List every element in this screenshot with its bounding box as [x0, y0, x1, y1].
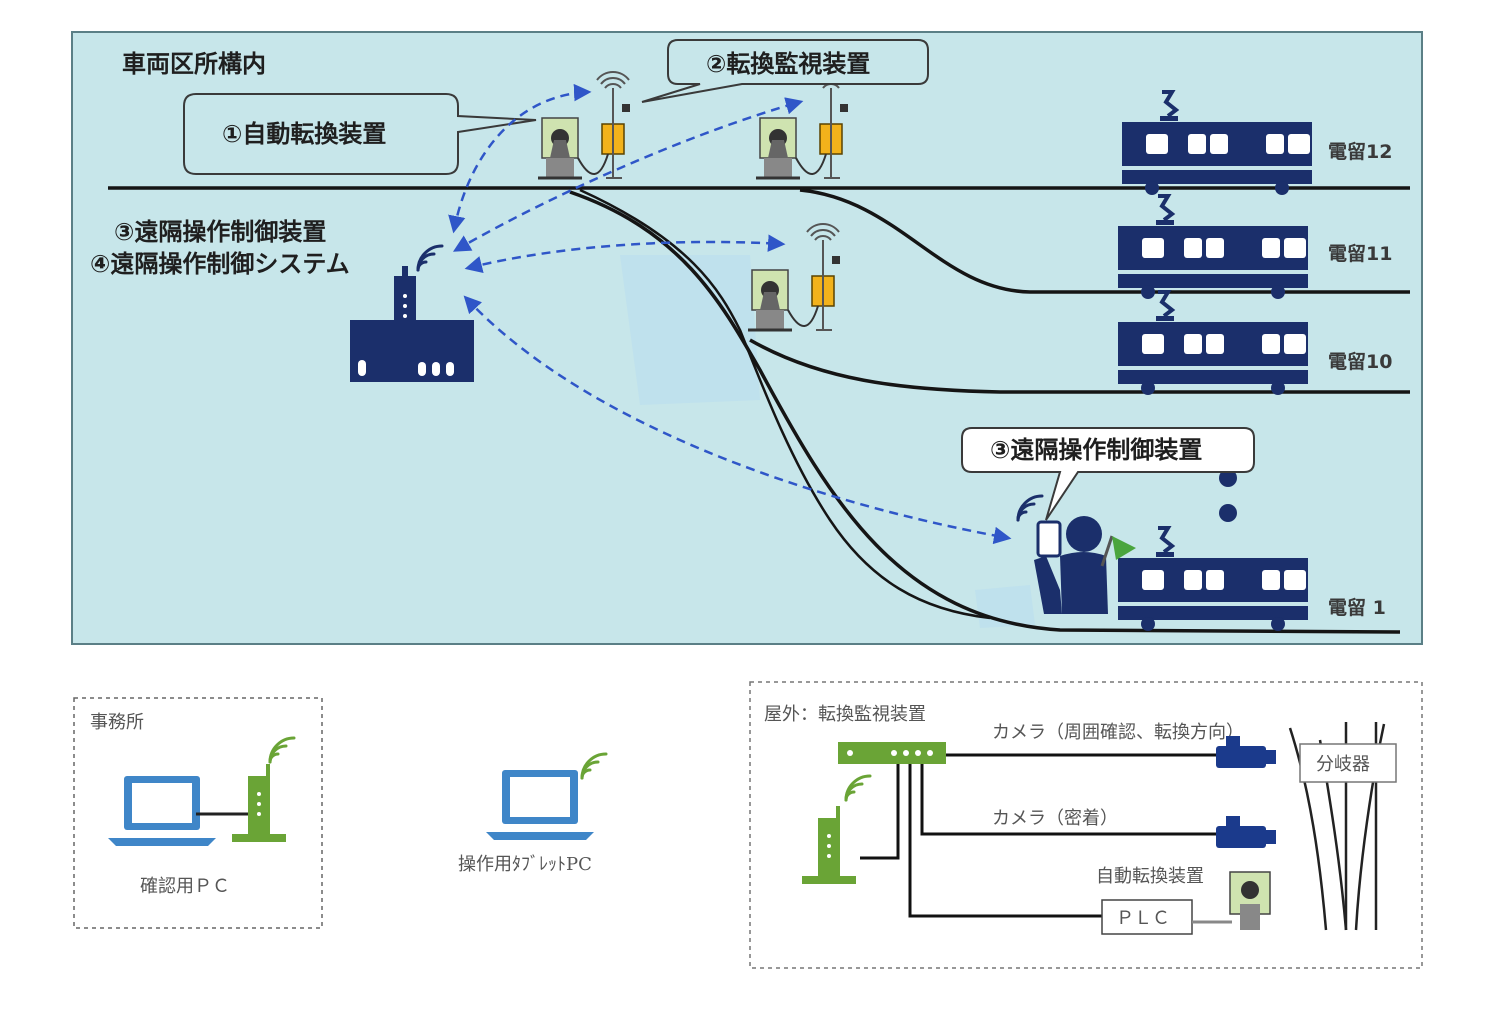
tablet-panel: 操作用ﾀﾌﾞﾚｯﾄPC: [458, 752, 608, 875]
wifi-icon: [580, 752, 608, 780]
laptop-icon: [486, 770, 594, 840]
plc-label: ＰＬＣ: [1116, 908, 1170, 929]
turnout-box: [1299, 743, 1397, 783]
callout-auto-switch: ①自動転換装置: [183, 93, 537, 175]
train-12: 電留12: [1120, 90, 1392, 197]
track-branch-11: [799, 188, 1410, 294]
tablet-label: 操作用ﾀﾌﾞﾚｯﾄPC: [458, 854, 592, 875]
outdoor-panel: 屋外：転換監視装置 カメラ（周囲確認、転換方向） カメラ（密着） 自動転換装置 …: [749, 681, 1423, 969]
camera-icon: [1216, 816, 1276, 848]
track-label-11: 電留11: [1328, 243, 1392, 265]
tablet-icon: [1036, 520, 1062, 558]
yard-panel: 車両区所構内 電留12 電留11 電留10 電留 1: [71, 31, 1423, 645]
turnout-label: 分岐器: [1316, 754, 1370, 775]
callout-auto-switch-text: ①自動転換装置: [222, 120, 386, 148]
switch-machine-icon: [1229, 871, 1271, 930]
wifi-icon: [844, 774, 872, 802]
control-building-icon: [350, 244, 474, 382]
router-icon: [802, 806, 856, 884]
cables: [860, 753, 1216, 918]
train-11: 電留11: [1116, 194, 1392, 301]
callout-remote-device-operator-text: ③遠隔操作制御装置: [990, 436, 1202, 464]
remote-device-label: ③遠隔操作制御装置: [114, 218, 326, 246]
outdoor-auto-switch-label: 自動転換装置: [1096, 866, 1204, 887]
track-label-10: 電留10: [1328, 351, 1392, 373]
plc-box: [1101, 899, 1193, 935]
train-10: 電留10: [1116, 290, 1392, 397]
remote-system-label: ④遠隔操作制御システム: [90, 250, 350, 278]
network-switch-icon: [838, 742, 946, 764]
camera-direction-label: カメラ（周囲確認、転換方向）: [992, 722, 1244, 743]
laptop-icon: [108, 776, 216, 846]
callout-switch-monitor-text: ②転換監視装置: [706, 50, 870, 78]
train-1: 電留 1: [1116, 526, 1386, 633]
track-label-1: 電留 1: [1328, 597, 1386, 619]
flag-icon: [1112, 536, 1136, 560]
operator-icon: [1016, 494, 1136, 614]
callout-switch-monitor: ②転換監視装置: [641, 39, 929, 103]
office-panel: 事務所 確認用ＰＣ: [73, 697, 323, 929]
router-icon: [232, 764, 286, 842]
track-label-12: 電留12: [1328, 141, 1392, 163]
camera-contact-label: カメラ（密着）: [992, 808, 1118, 829]
continuation-dot: [1219, 504, 1237, 522]
callout-remote-device-operator: ③遠隔操作制御装置: [961, 427, 1255, 521]
wifi-icon: [268, 736, 296, 764]
wireless-links: [448, 83, 1012, 545]
office-pc-label: 確認用ＰＣ: [140, 876, 230, 897]
office-title: 事務所: [90, 712, 144, 733]
yard-title: 車両区所構内: [122, 50, 266, 78]
continuation-dot: [1219, 469, 1237, 487]
outdoor-title: 屋外：転換監視装置: [764, 704, 926, 725]
